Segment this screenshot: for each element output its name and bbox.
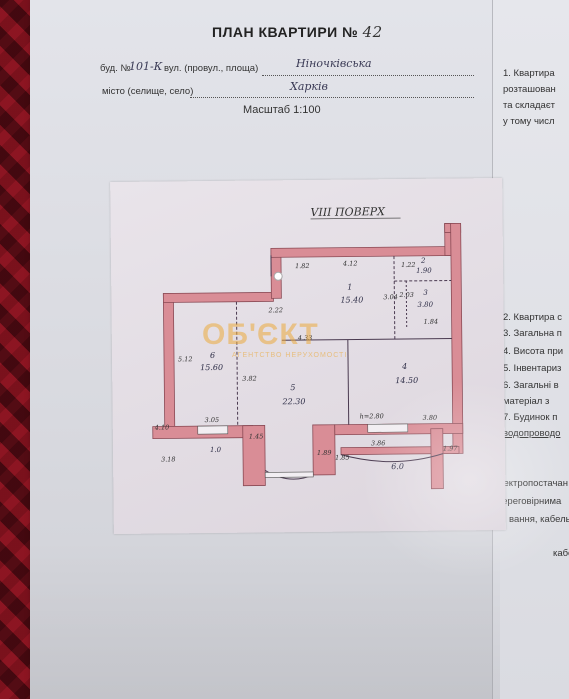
room-1-number: 1 <box>347 283 352 292</box>
street-underline <box>262 75 474 76</box>
dim-label: 2.03 <box>398 291 414 299</box>
balcony-area: 1.0 <box>210 446 222 454</box>
loggia-area: 6.0 <box>391 462 404 471</box>
side-document-sheet: 1. Квартира розташован та складаєт у том… <box>492 0 569 699</box>
side-line: 1. Квартира <box>503 68 555 79</box>
dim-label: 3.86 <box>371 439 386 447</box>
room-4-area: 14.50 <box>395 376 418 385</box>
dim-label: 3.05 <box>205 416 220 424</box>
side-line: електропостачан <box>493 478 568 489</box>
side-line: 4. Висота при <box>503 346 564 357</box>
side-line: 2. Квартира с <box>503 312 563 323</box>
room-2-number: 2 <box>420 257 426 265</box>
room-6-area: 15.60 <box>200 363 223 372</box>
floor-plan-drawing: VIII ПОВЕРХ 1 15.40 2 1.90 3 3.80 4 14.5… <box>152 205 464 490</box>
wall-north <box>270 246 454 258</box>
side-line: та складаєт <box>503 100 556 111</box>
sheet-shadow <box>30 540 500 699</box>
side-line: водопроводо <box>503 428 561 439</box>
street-label: вул. (провул., площа) <box>164 63 259 74</box>
floor-label: VIII ПОВЕРХ <box>310 205 386 219</box>
partition-1-3 <box>393 256 396 340</box>
room-1-area: 15.40 <box>340 295 363 304</box>
side-line: 7. Будинок п <box>503 412 558 423</box>
dim-label: 2.22 <box>267 306 283 314</box>
room-3-area: 3.80 <box>417 301 433 309</box>
dim-label: 1.85 <box>335 454 350 462</box>
wall-balcony-left <box>242 425 266 487</box>
building-field: буд. № <box>100 63 131 74</box>
side-line: 6. Загальні в <box>503 380 559 391</box>
dim-label: 1.89 <box>317 449 332 457</box>
floor-plan-sheet: VIII ПОВЕРХ 1 15.40 2 1.90 3 3.80 4 14.5… <box>110 177 506 535</box>
room-2-area: 1.90 <box>416 267 432 275</box>
dim-label: 5.12 <box>178 355 193 363</box>
dim-label: 3.18 <box>161 455 176 463</box>
dim-label: 1.84 <box>424 318 439 326</box>
partition-5-4 <box>347 339 350 425</box>
side-line: матеріал з <box>503 396 550 407</box>
dim-label: 4.10 <box>154 423 170 431</box>
partition-1-45 <box>281 337 452 341</box>
dim-label: 1.22 <box>401 261 416 269</box>
room-5-area: 22.30 <box>281 397 305 406</box>
side-line: 3. Загальна п <box>503 328 562 339</box>
dim-label: 1.45 <box>249 432 264 440</box>
room-3-number: 3 <box>423 289 428 297</box>
wall-east <box>450 222 464 454</box>
city-value: Харків <box>290 80 328 93</box>
floor-label-underline <box>310 217 401 220</box>
side-line: у тому числ <box>503 116 555 127</box>
side-line: розташован <box>503 84 556 95</box>
dim-label: h=2.80 <box>360 412 384 420</box>
dim-label: 1.97 <box>443 444 458 452</box>
dim-label: 4.33 <box>297 334 313 342</box>
wall-north-left <box>162 291 274 303</box>
partition-3 <box>405 280 408 329</box>
loggia-arc <box>340 453 444 463</box>
window-room6 <box>197 425 229 435</box>
room-5-number: 5 <box>290 383 295 392</box>
watermark-logo: ОБ'ЄКТ <box>202 318 319 351</box>
dim-label: 3.82 <box>242 375 257 383</box>
side-line: переговірнима <box>497 496 562 507</box>
street-value: Ніночківська <box>296 57 372 70</box>
dim-label: 1.82 <box>295 262 310 270</box>
side-line: кабель <box>553 548 569 559</box>
window-room4 <box>367 423 409 433</box>
pin-hole <box>273 271 283 281</box>
dim-label: 4.12 <box>342 259 358 267</box>
room-4-number: 4 <box>401 362 407 371</box>
side-line: 5. Інвентариз <box>503 363 562 374</box>
dim-label: 3.80 <box>423 414 438 422</box>
building-number-value: 101-К <box>129 60 163 73</box>
wall-mid-south <box>312 424 336 476</box>
dim-label: 3.04 <box>383 293 398 301</box>
scale-label: Масштаб 1:100 <box>243 104 321 116</box>
apartment-number: 42 <box>362 23 383 41</box>
document-title: ПЛАН КВАРТИРИ № 42 <box>212 23 383 41</box>
room-6-number: 6 <box>210 351 215 360</box>
watermark-subtitle: АГЕНТСТВО НЕРУХОМОСТІ <box>232 352 348 359</box>
city-underline <box>190 97 474 98</box>
partition-2-3 <box>394 279 452 282</box>
wall-west <box>162 293 176 429</box>
city-label: місто (селище, село) <box>102 86 194 97</box>
window-balcony <box>264 471 314 478</box>
side-line: вання, кабель <box>509 514 569 525</box>
partition-6-5 <box>235 301 239 426</box>
wall-loggia <box>340 446 460 456</box>
wall-loggia-end <box>430 428 444 490</box>
